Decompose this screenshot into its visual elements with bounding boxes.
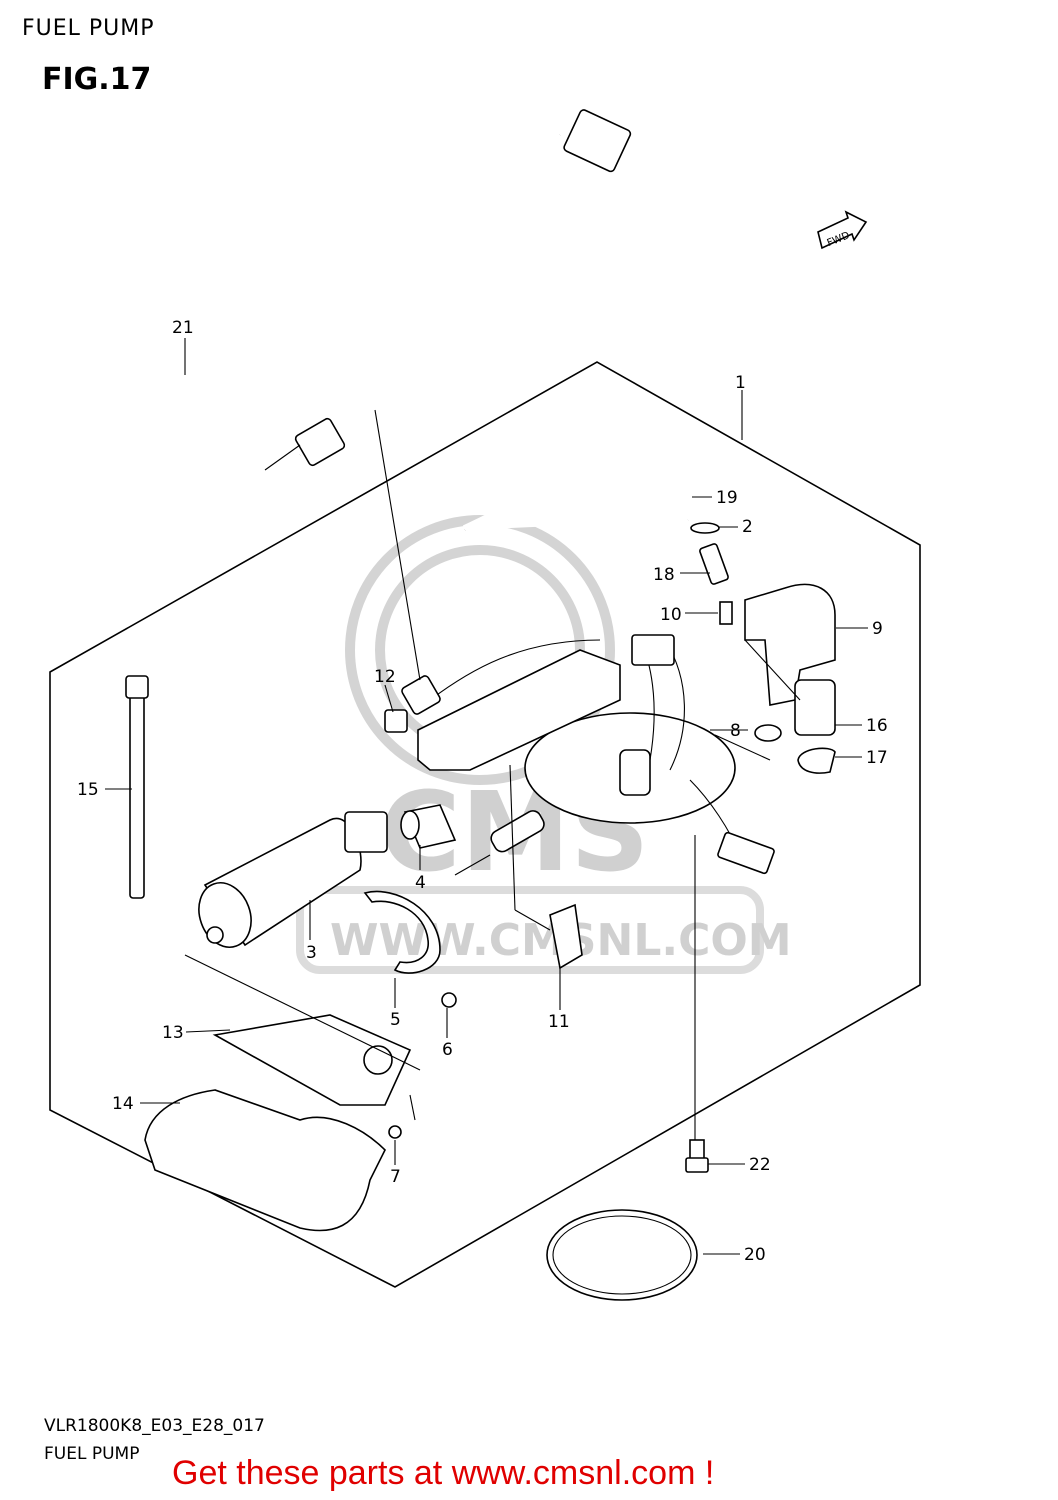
page-header-title: FUEL PUMP bbox=[22, 16, 155, 41]
assembly-boundary bbox=[49, 361, 921, 1288]
harness-plug bbox=[717, 831, 775, 875]
callout-1: 1 bbox=[735, 373, 746, 393]
callout-8: 8 bbox=[730, 721, 741, 741]
leader-lines bbox=[105, 338, 868, 1255]
callout-12: 12 bbox=[374, 667, 396, 687]
screw bbox=[719, 601, 733, 625]
guide-lines bbox=[184, 409, 801, 1140]
pump-band bbox=[363, 890, 441, 974]
o-ring-8 bbox=[754, 724, 782, 742]
callout-11: 11 bbox=[548, 1012, 570, 1032]
callout-13: 13 bbox=[162, 1023, 184, 1043]
callout-15: 15 bbox=[77, 780, 99, 800]
hose-clip bbox=[690, 522, 720, 534]
callout-3: 3 bbox=[306, 943, 317, 963]
pump-bracket bbox=[417, 649, 621, 771]
callouts: 1 2 3 4 5 6 7 8 9 10 11 12 13 14 15 16 1… bbox=[77, 318, 888, 1265]
callout-14: 14 bbox=[112, 1094, 134, 1114]
promo-link[interactable]: Get these parts at www.cmsnl.com ! bbox=[172, 1454, 715, 1492]
flange-bolt bbox=[685, 1139, 709, 1173]
regulator bbox=[794, 679, 836, 736]
figure-number: FIG.17 bbox=[42, 62, 152, 97]
callout-9: 9 bbox=[872, 619, 883, 639]
callout-20: 20 bbox=[744, 1245, 766, 1265]
fuel-filter bbox=[212, 1014, 412, 1106]
footer-subtitle: FUEL PUMP bbox=[44, 1444, 140, 1464]
flange-connector bbox=[619, 749, 651, 796]
clamp-12 bbox=[384, 709, 408, 733]
tie-wrap bbox=[129, 679, 145, 899]
band-screw bbox=[441, 992, 457, 1008]
retainer-clip bbox=[797, 747, 836, 774]
fitting bbox=[699, 543, 729, 585]
callout-19: 19 bbox=[716, 488, 738, 508]
callout-18: 18 bbox=[653, 565, 675, 585]
callout-10: 10 bbox=[660, 605, 682, 625]
callout-4: 4 bbox=[415, 873, 426, 893]
fwd-arrow-icon: FWD bbox=[817, 210, 868, 249]
cushion bbox=[549, 903, 583, 970]
strainer bbox=[144, 1089, 386, 1232]
callout-17: 17 bbox=[866, 748, 888, 768]
callout-7: 7 bbox=[390, 1167, 401, 1187]
callout-21: 21 bbox=[172, 318, 194, 338]
callout-6: 6 bbox=[442, 1040, 453, 1060]
fuel-pump bbox=[198, 811, 388, 948]
flange-gasket bbox=[546, 1209, 698, 1301]
wiring-harness bbox=[47, 109, 632, 553]
washer bbox=[388, 1125, 402, 1139]
diagram-code: VLR1800K8_E03_E28_017 bbox=[44, 1416, 265, 1436]
callout-22: 22 bbox=[749, 1155, 771, 1175]
callout-2: 2 bbox=[742, 517, 753, 537]
callout-5: 5 bbox=[390, 1010, 401, 1030]
wire-connector bbox=[631, 634, 675, 666]
callout-16: 16 bbox=[866, 716, 888, 736]
elbow-housing bbox=[744, 583, 836, 706]
